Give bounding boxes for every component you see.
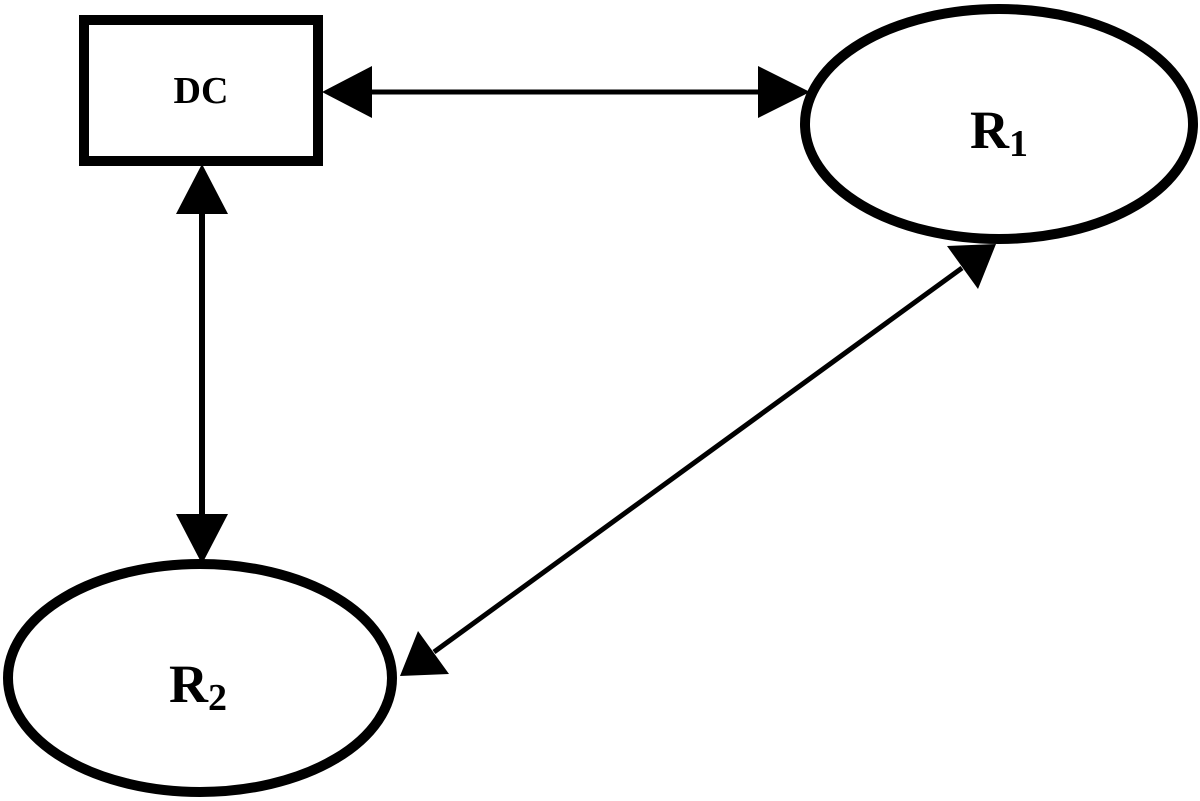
edge-dc-r2 (176, 164, 228, 564)
edge-dc-r1 (322, 66, 810, 118)
arrowhead-at-r2 (176, 514, 228, 564)
node-dc: DC (79, 15, 323, 166)
edge-r1-r2 (400, 244, 996, 676)
arrowhead-at-r1 (758, 66, 810, 118)
r1-label: R1 (970, 100, 1028, 165)
r2-ellipse (3, 559, 397, 797)
r1-ellipse (800, 4, 1198, 244)
dc-box (79, 15, 323, 166)
r1-label-main: R (970, 100, 1010, 160)
node-r1: R1 (800, 4, 1198, 244)
arrowhead-at-r2-right (400, 631, 449, 676)
r2-label-sub: 2 (208, 677, 227, 719)
node-r2: R2 (3, 559, 397, 797)
r2-label-main: R (169, 654, 209, 714)
arrowhead-at-dc (322, 66, 372, 118)
r2-label: R2 (169, 654, 227, 719)
arrowhead-at-dc-bottom (176, 164, 228, 214)
r1-label-sub: 1 (1009, 123, 1028, 165)
arrowhead-at-r1-bottom (947, 244, 996, 289)
dc-label: DC (174, 70, 229, 112)
edge-r1-r2-line (432, 265, 964, 655)
